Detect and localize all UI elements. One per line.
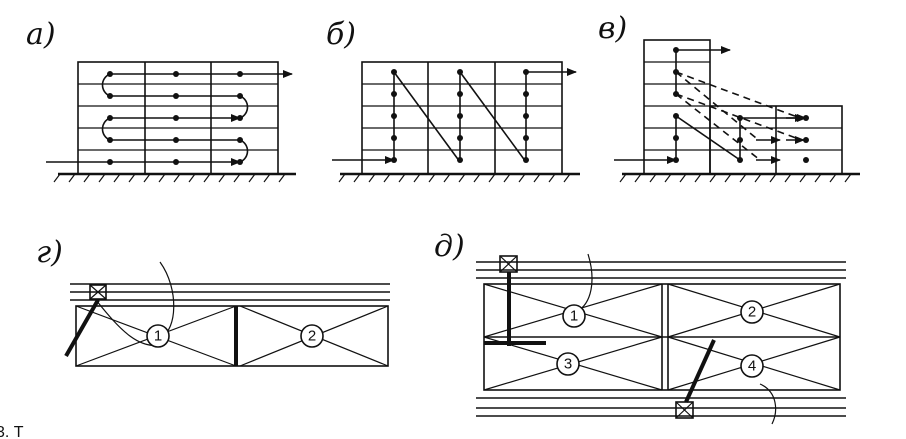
caption-fragment: 3. Т (0, 424, 24, 439)
label-g: г) (36, 235, 63, 270)
diagram-b-vertical-flow (332, 61, 580, 183)
plan-g-section-1: 1 (146, 324, 170, 348)
svg-text:3: 3 (564, 356, 572, 373)
diagram-a-horizontal-flow (46, 61, 296, 183)
svg-text:1: 1 (154, 328, 162, 345)
label-a: а) (26, 17, 56, 52)
plan-d-section-2: 2 (740, 300, 764, 324)
label-d: д) (434, 229, 465, 264)
plan-d-section-3: 3 (556, 352, 580, 376)
plan-g-section-2: 2 (300, 324, 324, 348)
plan-d-section-4: 4 (740, 354, 764, 378)
diagram-v-mixed-flow (614, 39, 860, 183)
plan-d-section-1: 1 (562, 304, 586, 328)
diagram-g-plan (64, 261, 390, 367)
svg-text:1: 1 (570, 308, 578, 325)
svg-text:4: 4 (748, 358, 756, 375)
diagram-d-plan (476, 253, 846, 425)
svg-text:2: 2 (308, 328, 316, 345)
label-v: в) (598, 11, 627, 46)
svg-text:2: 2 (748, 304, 756, 321)
label-b: б) (326, 17, 356, 52)
